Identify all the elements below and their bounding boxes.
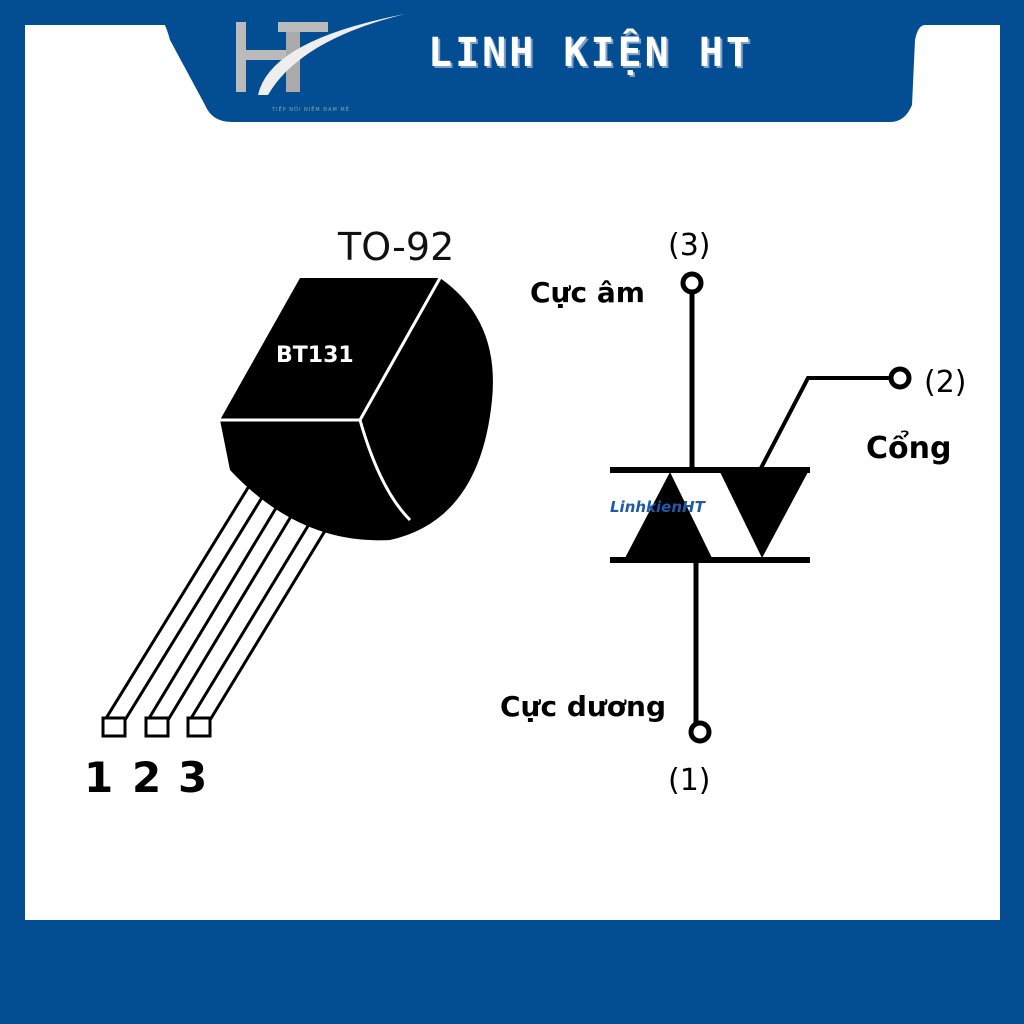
pin-label-1: 1 (84, 753, 113, 802)
package-name: TO-92 (337, 225, 454, 269)
header-banner (25, 0, 1000, 122)
pin3-label: Cực âm (530, 276, 645, 309)
content-area (25, 25, 1000, 920)
pin1-label: Cực dương (500, 690, 666, 723)
brand-title: LINH KIỆN HT (428, 30, 753, 76)
watermark: LinhkienHT (610, 498, 707, 516)
pin1-number: (1) (668, 763, 711, 798)
tagline: TIẾP NỐI NIỀM ĐAM MÊ (272, 107, 350, 113)
pin-label-2: 2 (132, 753, 161, 802)
triac-symbol (610, 271, 912, 744)
pin-label-3: 3 (178, 753, 207, 802)
to92-package: BT131 (101, 277, 493, 738)
logo (236, 14, 405, 95)
pin2-number: (2) (924, 365, 967, 400)
pin2-label: Cổng (866, 430, 951, 466)
pin3-number: (3) (668, 228, 711, 263)
package-marking: BT131 (276, 343, 354, 368)
